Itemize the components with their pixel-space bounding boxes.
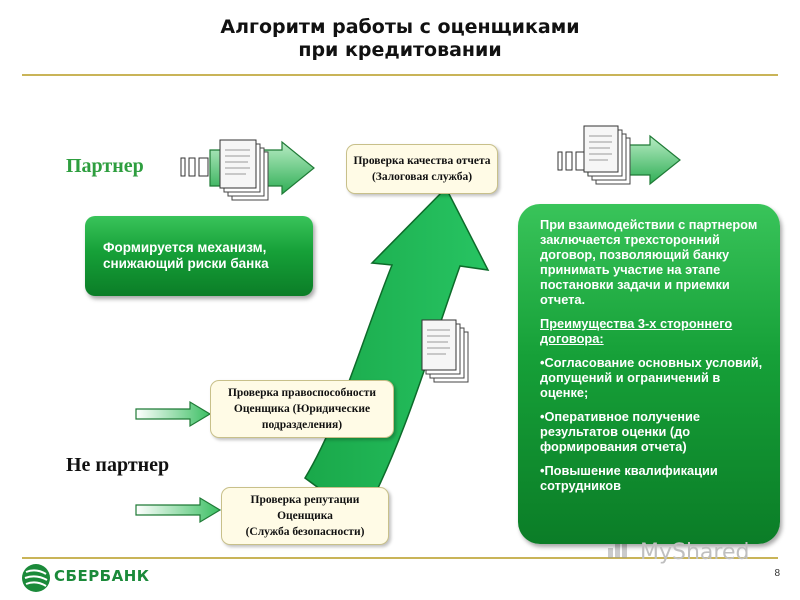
info-paragraph: При взаимодействии с партнером заключает…: [540, 217, 758, 307]
quality-check-line-2: (Залоговая служба): [371, 171, 473, 183]
page-title: Алгоритм работы с оценщиками при кредито…: [0, 16, 800, 62]
reputation-check-line-3: (Служба безопасности): [245, 526, 365, 538]
risk-mechanism-box: Формируется механизм, снижающий риски ба…: [85, 216, 313, 296]
title-line-1: Алгоритм работы с оценщиками: [220, 16, 580, 38]
watermark-text: MyShared: [640, 540, 750, 565]
advantage-item: •Повышение квалификации сотрудников: [540, 463, 718, 493]
title-line-2: при кредитовании: [298, 39, 502, 61]
partner-input-stripes: [180, 157, 209, 177]
quality-check-line-1: Проверка качества отчета: [353, 155, 491, 167]
partner-info-box: При взаимодействии с партнером заключает…: [518, 204, 780, 544]
partner-output-stripes: [557, 151, 586, 171]
sberbank-logo: СБЕРБАНК: [54, 567, 150, 585]
reputation-check-line-2: Оценщика: [277, 510, 333, 522]
watermark-icon: [608, 536, 627, 558]
legal-check-input-arrow: [135, 400, 212, 428]
advantage-item: •Согласование основных условий, допущени…: [540, 355, 763, 400]
legal-check-line-3: подразделения): [261, 419, 343, 431]
document-stack-icon: [421, 319, 469, 383]
reputation-check-input-arrow: [135, 496, 222, 524]
advantage-item: •Оперативное получение результатов оценк…: [540, 409, 700, 454]
quality-check-box: Проверка качества отчета (Залоговая служ…: [346, 144, 498, 194]
partner-label: Партнер: [66, 155, 144, 177]
advantages-heading: Преимущества 3-х стороннего договора:: [540, 316, 733, 346]
page-number: 8: [774, 568, 780, 579]
reputation-check-box: Проверка репутации Оценщика (Служба безо…: [221, 487, 389, 545]
nonpartner-label: Не партнер: [66, 454, 170, 476]
bottom-divider: [22, 557, 778, 559]
sberbank-logo-icon: [22, 564, 50, 592]
document-stack-icon: [583, 125, 631, 185]
legal-check-line-2: Оценщика (Юридические: [233, 403, 371, 415]
document-stack-icon: [219, 139, 269, 201]
legal-check-line-1: Проверка правоспособности: [227, 387, 377, 399]
reputation-check-line-1: Проверка репутации: [250, 494, 360, 506]
top-divider: [22, 74, 778, 76]
legal-check-box: Проверка правоспособности Оценщика (Юрид…: [210, 380, 394, 438]
